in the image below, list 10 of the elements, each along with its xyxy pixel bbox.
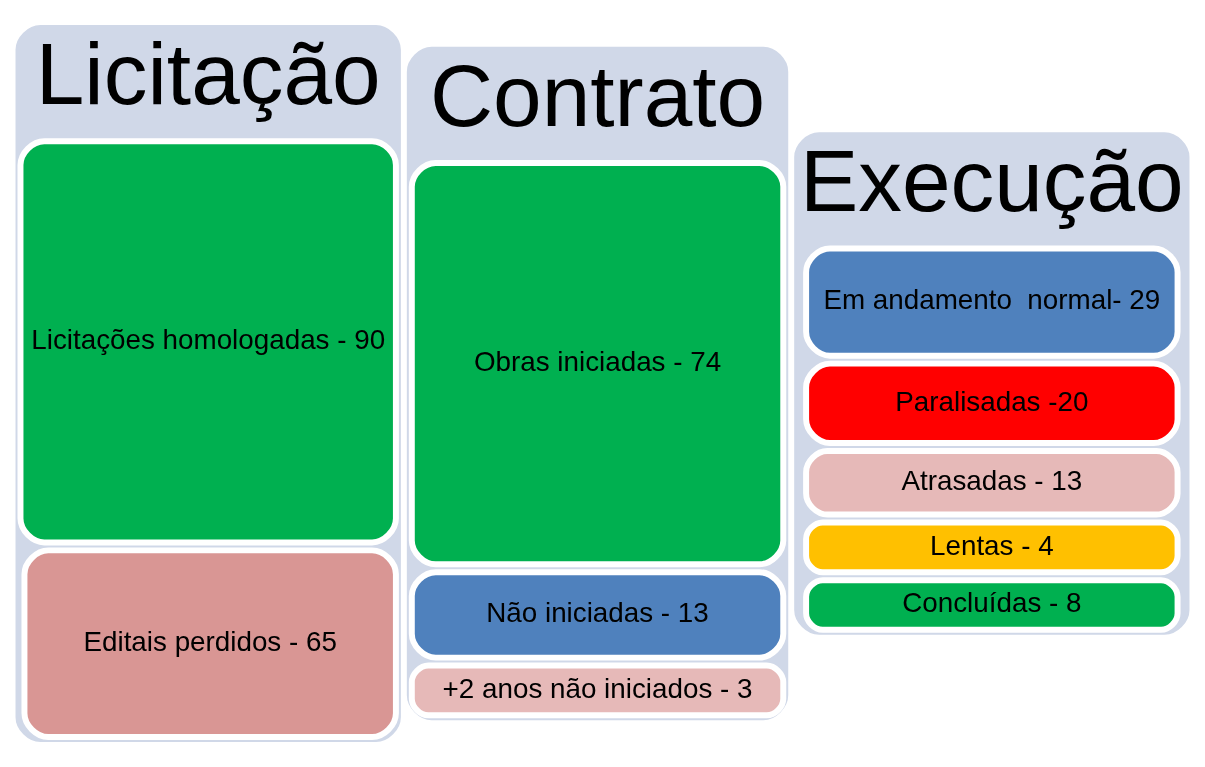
node-box: +2 anos não iniciados - 3	[408, 662, 787, 719]
node-box: Licitações homologadas - 90	[17, 138, 399, 546]
node-box: Paralisadas -20	[803, 360, 1181, 447]
node-box: Editais perdidos - 65	[21, 547, 399, 741]
node-box: Obras iniciadas - 74	[408, 160, 787, 568]
node-box: Não iniciadas - 13	[408, 569, 787, 661]
node-box: Atrasadas - 13	[803, 448, 1181, 518]
node-box: Em andamento normal- 29	[803, 245, 1181, 359]
node-box: Lentas - 4	[803, 519, 1181, 576]
node-box: Concluídas - 8	[803, 577, 1181, 633]
